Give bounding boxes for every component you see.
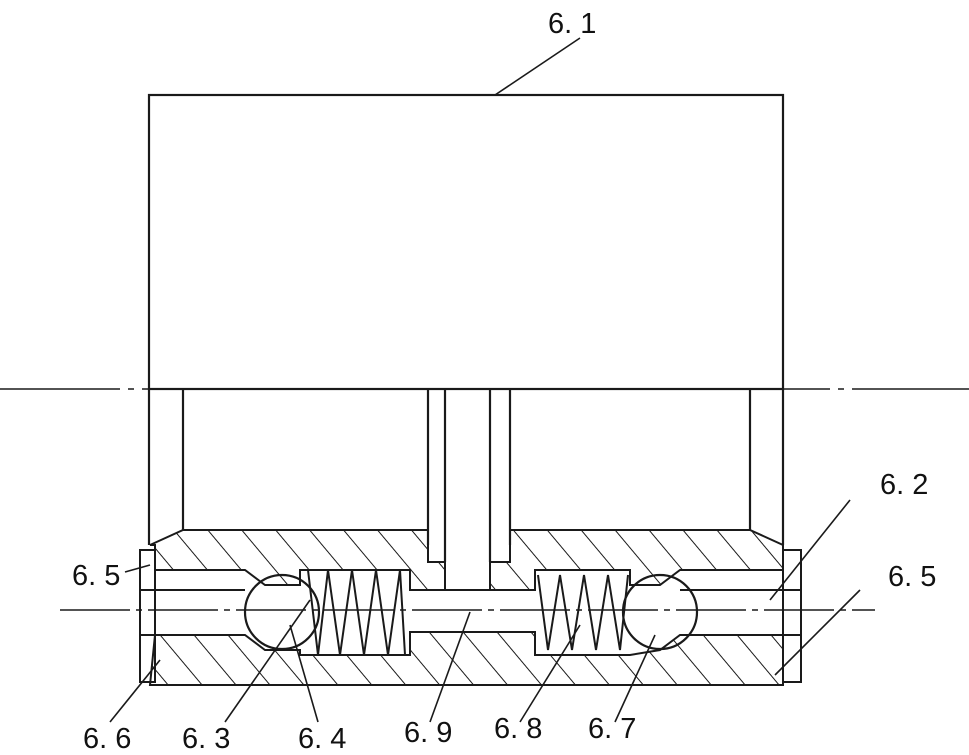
- left-spring: [307, 569, 406, 656]
- label-bottom-5: 6. 8: [494, 713, 542, 745]
- left-ball: [243, 573, 321, 651]
- label-bottom-2: 6. 3: [182, 723, 230, 755]
- label-bottom-4: 6. 9: [404, 717, 452, 749]
- label-right-upper: 6. 2: [880, 469, 928, 501]
- label-left-upper: 6. 5: [72, 560, 120, 592]
- label-top-block: 6. 1: [548, 8, 596, 40]
- valve-body-section: [148, 529, 784, 686]
- leader-lines: [109, 37, 861, 723]
- label-bottom-3: 6. 4: [298, 723, 346, 755]
- right-spring: [537, 574, 629, 651]
- label-bottom-6: 6. 7: [588, 713, 636, 745]
- label-right-lower: 6. 5: [888, 561, 936, 593]
- upper-block: [147, 93, 785, 391]
- label-bottom-1: 6. 6: [83, 723, 131, 755]
- right-ball: [621, 573, 699, 651]
- lower-housing-walls: [147, 389, 785, 562]
- central-bore: [140, 562, 801, 636]
- end-caps: [139, 549, 802, 683]
